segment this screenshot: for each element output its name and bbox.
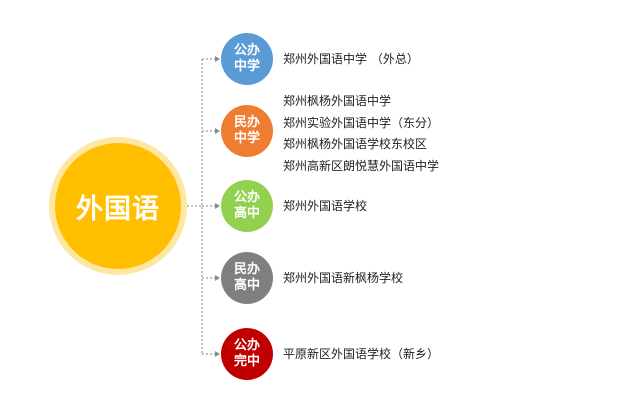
school-item: 郑州外国语学校 (283, 199, 368, 213)
school-item: 郑州枫杨外国语学校东校区 (283, 137, 428, 151)
school-list-public-middle: 郑州外国语中学 （外总） (283, 49, 419, 71)
root-node: 外国语 (55, 143, 181, 269)
school-list-private-high: 郑州外国语新枫杨学校 (283, 268, 403, 290)
school-list-private-middle: 郑州枫杨外国语中学 郑州实验外国语中学（东分） 郑州枫杨外国语学校东校区 郑州高… (283, 91, 439, 177)
category-line1: 民办 (233, 115, 260, 130)
school-item: 郑州枫杨外国语中学 (283, 94, 392, 108)
category-node-public-high: 公办 高中 (221, 180, 273, 232)
school-item: 郑州外国语新枫杨学校 (283, 271, 404, 285)
category-line2: 完中 (233, 354, 260, 369)
root-node-label: 外国语 (76, 193, 160, 225)
arrow-head-icon (215, 351, 220, 357)
school-item: 郑州高新区朗悦慧外国语中学 (283, 158, 440, 173)
arrow-head-icon (215, 203, 220, 209)
category-line1: 公办 (233, 43, 260, 58)
category-node-public-complete: 公办 完中 (221, 328, 273, 380)
school-list-public-complete: 平原新区外国语学校（新乡） (283, 344, 439, 366)
category-node-public-middle: 公办 中学 (221, 33, 273, 85)
category-line1: 公办 (233, 338, 260, 353)
school-item: 平原新区外国语学校（新乡） (283, 347, 440, 361)
category-line2: 高中 (233, 206, 260, 221)
arrow-head-icon (215, 275, 220, 281)
category-line2: 中学 (233, 131, 260, 146)
category-line1: 民办 (233, 262, 260, 277)
category-line1: 公办 (233, 190, 260, 205)
school-item: 郑州外国语中学 （外总） (283, 52, 419, 66)
arrow-head-icon (215, 56, 220, 62)
arrow-head-icon (215, 128, 220, 134)
category-line2: 高中 (233, 278, 260, 293)
category-node-private-middle: 民办 中学 (221, 105, 273, 157)
school-item: 郑州实验外国语中学（东分） (283, 115, 440, 130)
category-line2: 中学 (233, 59, 260, 74)
category-node-private-high: 民办 高中 (221, 252, 273, 304)
school-list-public-high: 郑州外国语学校 (283, 196, 367, 218)
